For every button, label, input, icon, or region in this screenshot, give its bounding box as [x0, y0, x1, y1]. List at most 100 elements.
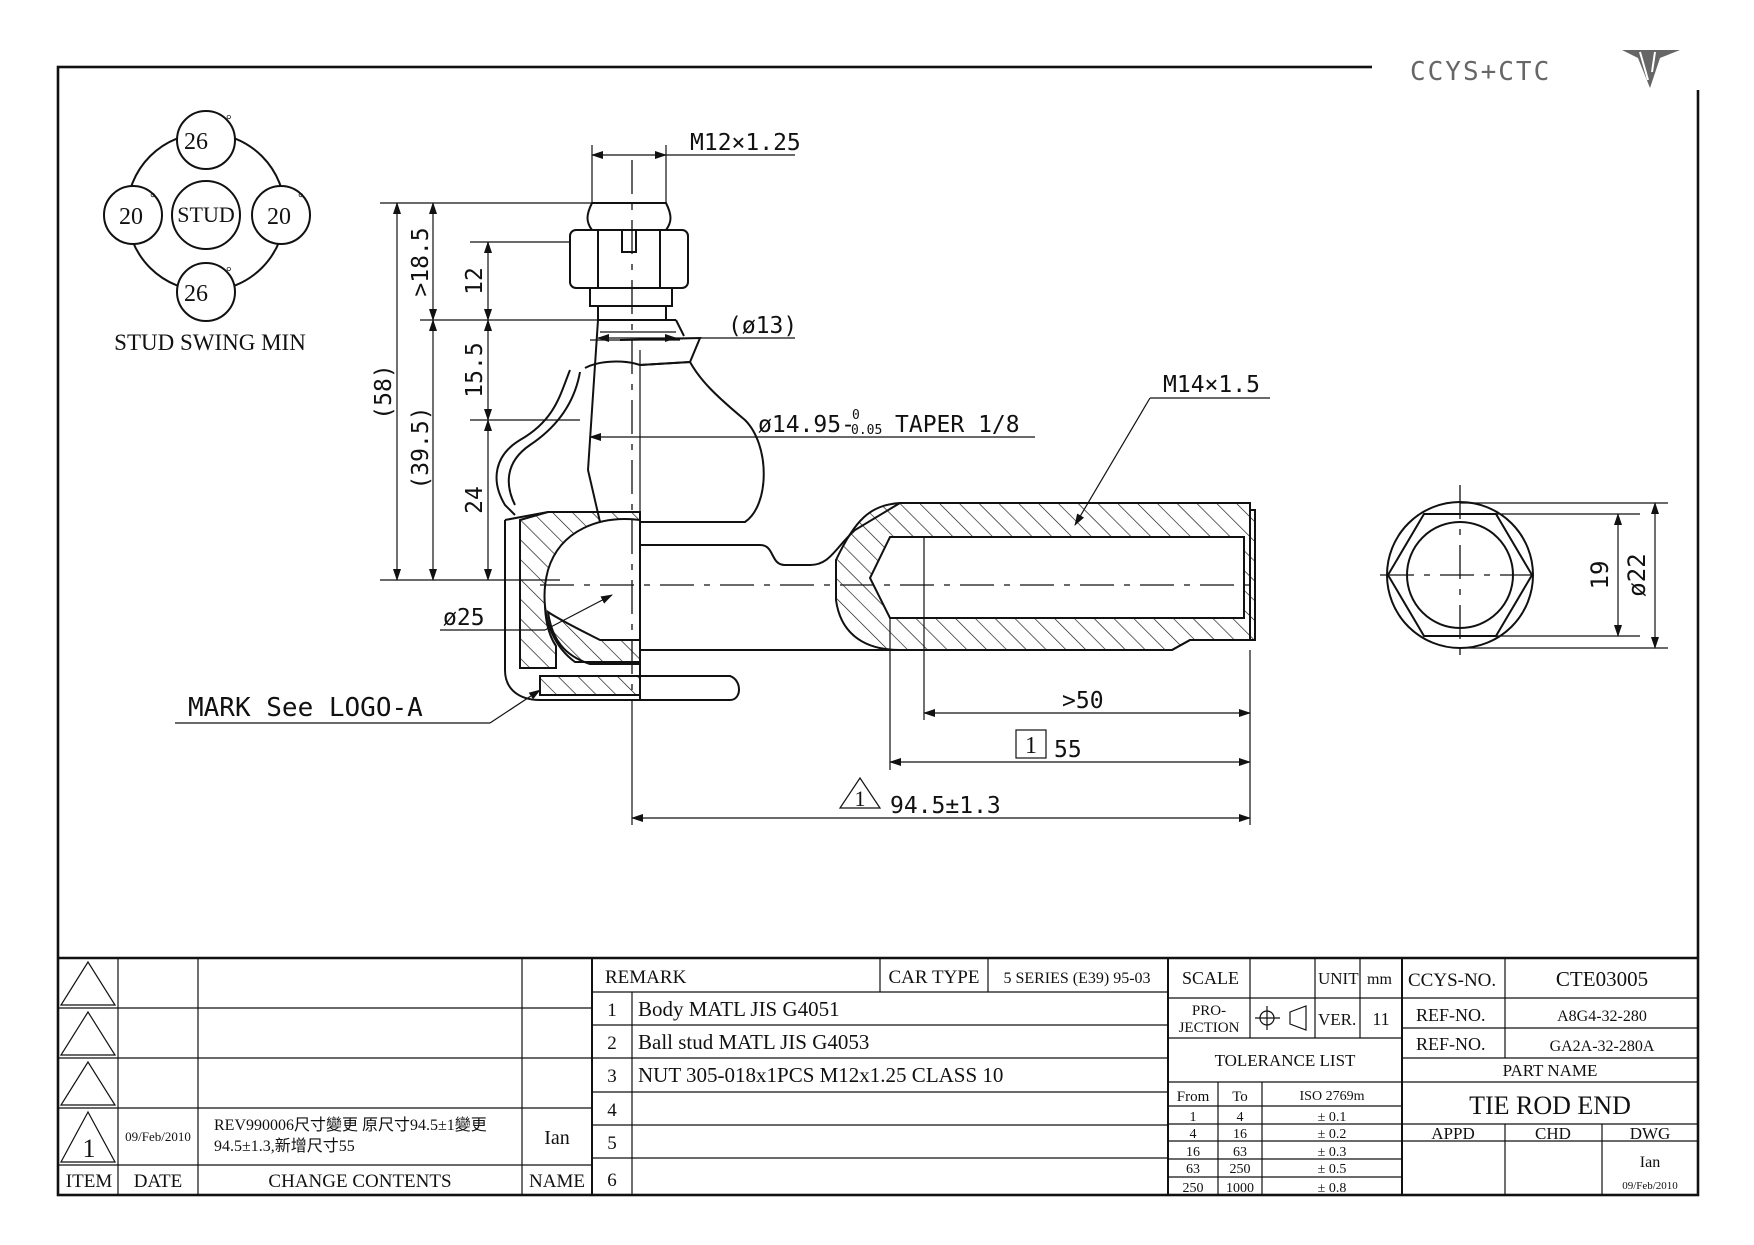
ref-label-1: REF-NO. — [1416, 1005, 1486, 1025]
dim-taper: ø14.95- — [758, 412, 855, 438]
svg-text:63: 63 — [1233, 1145, 1247, 1160]
dim-h-55: 55 — [1054, 737, 1082, 763]
unit-value: mm — [1367, 971, 1392, 988]
svg-text:± 0.3: ± 0.3 — [1318, 1145, 1347, 1160]
svg-text:0: 0 — [852, 408, 860, 423]
ver-label: VER. — [1318, 1010, 1356, 1029]
revision-triangles — [59, 960, 117, 1163]
svg-text:JECTION: JECTION — [1179, 1020, 1240, 1036]
dim-v-39-5: (39.5) — [408, 406, 434, 489]
header-item: ITEM — [66, 1171, 113, 1192]
header-date: DATE — [134, 1171, 183, 1192]
ref-label-2: REF-NO. — [1416, 1034, 1486, 1054]
dim-shank-thread: M14×1.5 — [1163, 372, 1260, 398]
svg-text:1: 1 — [1190, 1110, 1197, 1125]
svg-text:250: 250 — [1230, 1162, 1251, 1177]
revision-date-1: 09/Feb/2010 — [125, 1129, 191, 1144]
dim-hex-19: 19 — [1586, 561, 1614, 590]
header-change-contents: CHANGE CONTENTS — [268, 1171, 451, 1192]
swing-caption: STUD SWING MIN — [114, 330, 306, 355]
sheet-border — [56, 65, 1700, 1197]
svg-text:± 0.2: ± 0.2 — [1318, 1127, 1347, 1142]
svg-text:63: 63 — [1186, 1162, 1200, 1177]
dim-h-94-5-rev: 1 — [855, 786, 866, 811]
scale-label: SCALE — [1182, 968, 1239, 988]
stud-swing-diagram: 26 ° 26 ° 20 ° 20 ° STUD STUD SWING MIN — [103, 110, 311, 355]
svg-text:3: 3 — [607, 1066, 617, 1087]
dwg-label: DWG — [1630, 1124, 1671, 1143]
svg-text:°: ° — [150, 191, 156, 206]
unit-label: UNIT — [1318, 969, 1359, 988]
svg-text:°: ° — [226, 113, 232, 128]
swing-right: 20 — [267, 204, 291, 230]
revision-item-1: 1 — [83, 1134, 96, 1163]
dim-h-50: >50 — [1062, 688, 1104, 714]
svg-text:5: 5 — [607, 1133, 617, 1154]
svg-text:To: To — [1232, 1089, 1248, 1105]
dim-v-58: (58) — [371, 364, 397, 419]
svg-text:ISO 2769m: ISO 2769m — [1300, 1089, 1365, 1104]
svg-text:250: 250 — [1183, 1181, 1204, 1196]
swing-top: 26 — [184, 129, 208, 155]
remark-3: NUT 305-018x1PCS M12x1.25 CLASS 10 — [638, 1063, 1003, 1087]
dwg-date: 09/Feb/2010 — [1622, 1180, 1678, 1192]
appd-label: APPD — [1431, 1124, 1474, 1143]
remark-header: REMARK — [605, 967, 687, 988]
svg-text:PRO-: PRO- — [1192, 1003, 1226, 1019]
ref-number-2: GA2A-32-280A — [1550, 1038, 1655, 1055]
dim-v-12: 12 — [462, 267, 488, 295]
swing-center: STUD — [177, 202, 234, 227]
remark-1: Body MATL JIS G4051 — [638, 997, 840, 1021]
svg-text:± 0.5: ± 0.5 — [1318, 1162, 1347, 1177]
ccys-number: CTE03005 — [1556, 967, 1648, 991]
svg-text:6: 6 — [607, 1170, 617, 1191]
dim-hex-22: ø22 — [1623, 553, 1651, 596]
hex-end-view: 19 ø22 — [1380, 485, 1668, 665]
svg-text:From: From — [1177, 1089, 1210, 1105]
dim-h-55-rev: 1 — [1025, 733, 1037, 759]
dim-v-24: 24 — [462, 486, 488, 514]
company-logo: CCYS+CTC — [1410, 50, 1680, 88]
svg-text:16: 16 — [1186, 1145, 1200, 1160]
car-type-label: CAR TYPE — [889, 967, 980, 988]
ref-number-1: A8G4-32-280 — [1557, 1008, 1647, 1025]
revision-name-1: Ian — [544, 1127, 570, 1149]
ver-value: 11 — [1372, 1009, 1389, 1029]
dwg-name: Ian — [1640, 1154, 1660, 1171]
svg-text:± 0.8: ± 0.8 — [1318, 1181, 1347, 1196]
svg-text:16: 16 — [1233, 1127, 1247, 1142]
part-name: TIE ROD END — [1469, 1091, 1631, 1120]
projection-symbol-icon — [1255, 1005, 1307, 1031]
svg-text:2: 2 — [607, 1033, 617, 1054]
dim-v-18-5: >18.5 — [408, 227, 434, 296]
svg-text:4: 4 — [1237, 1110, 1244, 1125]
svg-text:°: ° — [226, 265, 232, 280]
svg-text:°: ° — [298, 191, 304, 206]
svg-text:4: 4 — [607, 1100, 617, 1121]
tolerance-rows: 1 4 ± 0.1 4 16 ± 0.2 16 63 ± 0.3 63 250 … — [1183, 1110, 1347, 1196]
chd-label: CHD — [1535, 1124, 1571, 1143]
swing-bottom: 26 — [184, 281, 208, 307]
dim-h-94-5: 94.5±1.3 — [890, 793, 1001, 819]
tolerance-title: TOLERANCE LIST — [1215, 1051, 1356, 1070]
revision-content-1a: REV990006尺寸變更 原尺寸94.5±1變更 — [214, 1116, 487, 1134]
mark-note: MARK See LOGO-A — [188, 693, 423, 723]
svg-text:4: 4 — [1190, 1127, 1197, 1142]
tie-rod-body — [495, 160, 1260, 701]
svg-text:1000: 1000 — [1226, 1181, 1254, 1196]
dim-stud-thread: M12×1.25 — [690, 130, 801, 156]
revision-content-1b: 94.5±1.3,新增尺寸55 — [214, 1137, 355, 1155]
swing-left: 20 — [119, 204, 143, 230]
svg-text:0.05: 0.05 — [851, 423, 882, 438]
svg-text:TAPER 1/8: TAPER 1/8 — [895, 412, 1020, 438]
svg-text:1: 1 — [607, 1000, 617, 1021]
part-name-label: PART NAME — [1503, 1061, 1598, 1080]
dim-v-15-5: 15.5 — [462, 342, 488, 397]
dim-d13: (ø13) — [728, 313, 797, 339]
header-name: NAME — [529, 1171, 585, 1192]
svg-text:CCYS+CTC: CCYS+CTC — [1410, 57, 1551, 87]
dim-d25: ø25 — [443, 605, 485, 631]
title-block: 1 09/Feb/2010 REV990006尺寸變更 原尺寸94.5±1變更 … — [58, 956, 1698, 1196]
